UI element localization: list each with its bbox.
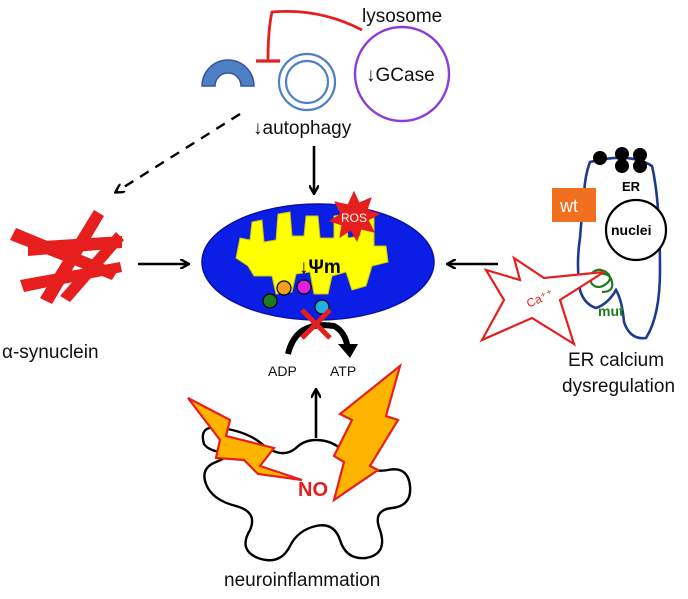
alpha-synuclein-group: α-synuclein: [2, 210, 124, 363]
autophagosome-icon: [277, 52, 337, 112]
fibril-4: [60, 232, 124, 302]
block-x-2: [300, 308, 332, 340]
mitochondrion: ↓Ψm ROS: [201, 190, 435, 321]
complex-magenta: [296, 279, 312, 295]
lysosome-circle: [353, 25, 451, 123]
autophagy-label: ↓autophagy: [253, 118, 352, 139]
ribosome-4: [615, 159, 629, 173]
atp-label: ATP: [330, 363, 356, 379]
nuclei-label: nuclei: [611, 222, 651, 238]
autophagosome-inner-ring: [284, 59, 330, 105]
wt-label: wt: [559, 196, 578, 216]
alpha-synuclein-label: α-synuclein: [2, 342, 99, 363]
gcase-label: ↓GCase: [366, 65, 435, 86]
atp-synthesis: ADP ATP: [268, 308, 358, 379]
er-calcium-label-line1: ER calcium: [568, 350, 664, 371]
neuroinflammation-label: neuroinflammation: [224, 570, 380, 591]
calcium-star-icon: [479, 255, 605, 347]
complex-green: [262, 293, 278, 309]
ribosome-2: [615, 147, 629, 161]
phagophore-icon: [201, 59, 255, 87]
nucleus-circle: [604, 198, 668, 262]
er-calcium-label-line2: dysregulation: [562, 376, 675, 397]
ribosome-3: [633, 148, 647, 162]
er-cell-group: ER nuclei wt mut Ca⁺⁺ ER calcium dysregu…: [479, 147, 675, 397]
er-label: ER: [622, 179, 641, 194]
complex-orange: [276, 280, 292, 296]
ros-label: ROS: [341, 211, 367, 225]
autophagy-group: ↓GCase lysosome ↓autophagy: [201, 6, 451, 139]
wt-box: [552, 188, 596, 222]
membrane-potential-label: ↓Ψm: [299, 257, 341, 278]
ros-burst-icon: [328, 190, 381, 243]
ribosome-5: [633, 159, 647, 173]
mut-label: mut: [598, 303, 624, 319]
mutant-protein-icon: [589, 268, 614, 294]
atp-arrowhead: [338, 344, 358, 358]
complex-cyan: [314, 299, 330, 315]
dashed-arrow-to-synuclein: [116, 112, 241, 192]
microglia-group: NO: [187, 363, 412, 562]
adp-label: ADP: [268, 363, 297, 379]
lysosome-label: lysosome: [362, 6, 442, 27]
ribosome-1: [593, 151, 607, 165]
lysosome-inhibition-line: [266, 10, 363, 61]
no-label: NO: [298, 479, 328, 501]
adp-atp-arc: [285, 322, 351, 355]
lightning-bolt-right-icon: [332, 363, 402, 503]
lightning-bolt-left-icon: [187, 397, 303, 482]
fibril-5: [20, 262, 122, 292]
